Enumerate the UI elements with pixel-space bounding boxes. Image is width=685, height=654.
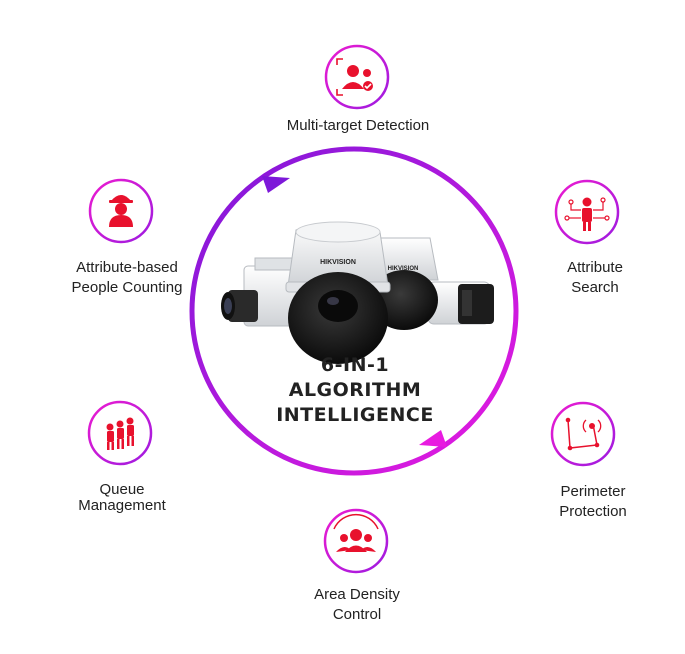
feature-label-line: Attribute <box>567 259 623 276</box>
center-title-line-3: INTELLIGENCE <box>276 404 434 426</box>
label-perimeter-protection: Perimeter Protection <box>533 482 653 522</box>
feature-label-line: Area Density <box>314 586 400 603</box>
feature-label-line: Protection <box>559 503 627 520</box>
bullet-camera <box>427 281 494 325</box>
feature-label-line: Queue <box>99 481 145 498</box>
label-attribute-people-counting: Attribute-based People Counting <box>52 258 202 298</box>
label-multi-target-detection: Multi-target Detection <box>250 116 466 136</box>
label-area-density-control: Area Density Control <box>292 585 422 625</box>
icon-perimeter-protection <box>550 401 616 467</box>
center-title-line-1: 6-IN-1 <box>320 354 390 376</box>
cycle-ring <box>189 146 519 476</box>
feature-label-line: Attribute-based <box>76 259 178 276</box>
feature-label-line: Management <box>78 497 166 514</box>
feature-label-line: Multi-target Detection <box>286 117 430 134</box>
icon-queue-management <box>87 400 153 466</box>
center-title: 6-IN-1 ALGORITHM INTELLIGENCE <box>255 353 455 428</box>
ring-arrow-top <box>262 176 290 193</box>
icon-area-density-control <box>323 508 389 574</box>
label-attribute-search: Attribute Search <box>540 258 650 298</box>
label-queue-management: Queue Management <box>62 482 182 514</box>
feature-label-line: Perimeter <box>560 483 626 500</box>
icon-attribute-search <box>554 179 620 245</box>
feature-label-line: People Counting <box>71 279 183 296</box>
ring-arrow-bottom <box>419 430 447 447</box>
feature-label-line: Search <box>571 279 619 296</box>
camera-group-image: HIKVISION HIKVISION <box>221 221 494 364</box>
icon-multi-target-detection <box>324 44 390 110</box>
camera-brand-large: HIKVISION <box>320 259 356 266</box>
feature-label-line: Control <box>332 606 382 623</box>
icon-attribute-people-counting <box>88 178 154 244</box>
center-title-line-2: ALGORITHM <box>288 379 422 401</box>
camera-brand-small: HIKVISION <box>388 266 419 272</box>
dome-camera-large: HIKVISION <box>285 221 391 364</box>
